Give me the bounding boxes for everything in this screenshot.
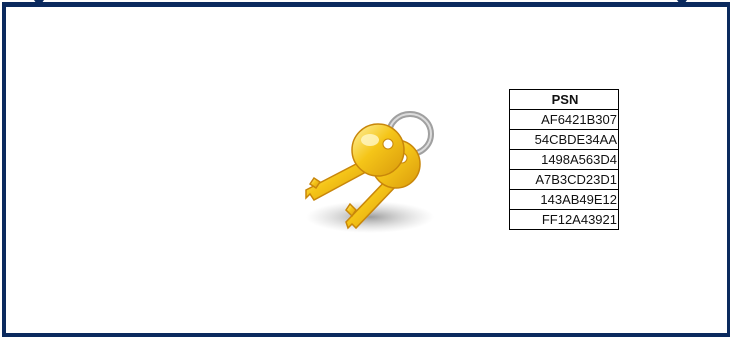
psn-column-header: PSN (510, 90, 619, 110)
table-row: A7B3CD23D1 (510, 170, 619, 190)
psn-cell: AF6421B307 (510, 110, 619, 130)
table-row: 1498A563D4 (510, 150, 619, 170)
table-row: FF12A43921 (510, 210, 619, 230)
table-header-row: PSN (510, 90, 619, 110)
table-row: 54CBDE34AA (510, 130, 619, 150)
psn-cell: 1498A563D4 (510, 150, 619, 170)
psn-cell: 143AB49E12 (510, 190, 619, 210)
psn-cell: 54CBDE34AA (510, 130, 619, 150)
keys-icon (298, 104, 446, 240)
psn-cell: A7B3CD23D1 (510, 170, 619, 190)
frame-marker-left (34, 0, 44, 7)
psn-table: PSN AF6421B307 54CBDE34AA 1498A563D4 A7B… (509, 89, 619, 230)
table-row: 143AB49E12 (510, 190, 619, 210)
psn-cell: FF12A43921 (510, 210, 619, 230)
table-row: AF6421B307 (510, 110, 619, 130)
frame-marker-right (677, 0, 687, 7)
